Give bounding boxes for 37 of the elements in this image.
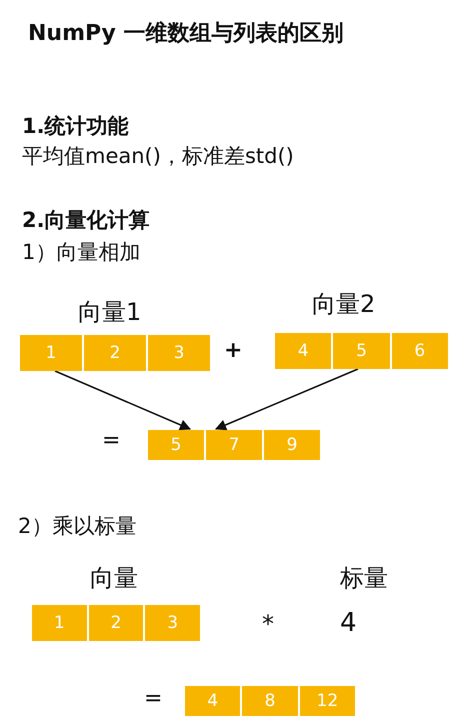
array-cell: 2 [86, 605, 144, 641]
array-cell: 8 [240, 686, 298, 716]
array-bar [148, 430, 320, 460]
array-cell: 1 [20, 335, 82, 371]
array-bar [185, 686, 355, 716]
operator-sign: * [262, 610, 274, 638]
subheading: 1）向量相加 [22, 239, 140, 266]
section-heading: 2.向量化计算 [22, 207, 150, 234]
array-cell: 3 [146, 335, 210, 371]
vector-label: 向量1 [78, 297, 142, 328]
array-bar [20, 335, 210, 371]
vector-label: 向量 [90, 563, 138, 594]
title: NumPy 一维数组与列表的区别 [28, 20, 344, 48]
operator-sign: + [224, 338, 242, 363]
body-text: 平均值mean()，标准差std() [22, 143, 294, 170]
array-cell: 4 [275, 333, 332, 369]
arrow [54, 370, 192, 430]
subheading: 2）乘以标量 [18, 513, 136, 540]
array-cell: 9 [262, 430, 320, 460]
operator-sign: = [144, 686, 162, 711]
array-cell: 2 [82, 335, 146, 371]
operator-sign: = [102, 428, 120, 453]
section-heading: 1.统计功能 [22, 113, 129, 140]
scalar-value: 4 [340, 608, 357, 638]
array-cell: 1 [32, 605, 87, 641]
vector-label: 向量2 [312, 289, 376, 320]
array-cell: 5 [148, 430, 204, 460]
array-bar [32, 605, 200, 641]
vector-label: 标量 [340, 563, 388, 594]
array-cell: 12 [298, 686, 355, 716]
array-cell: 3 [143, 605, 200, 641]
arrow [214, 368, 358, 430]
array-cell: 5 [331, 333, 390, 369]
array-bar [275, 333, 448, 369]
array-cell: 7 [204, 430, 262, 460]
array-cell: 4 [185, 686, 240, 716]
array-cell: 6 [390, 333, 448, 369]
